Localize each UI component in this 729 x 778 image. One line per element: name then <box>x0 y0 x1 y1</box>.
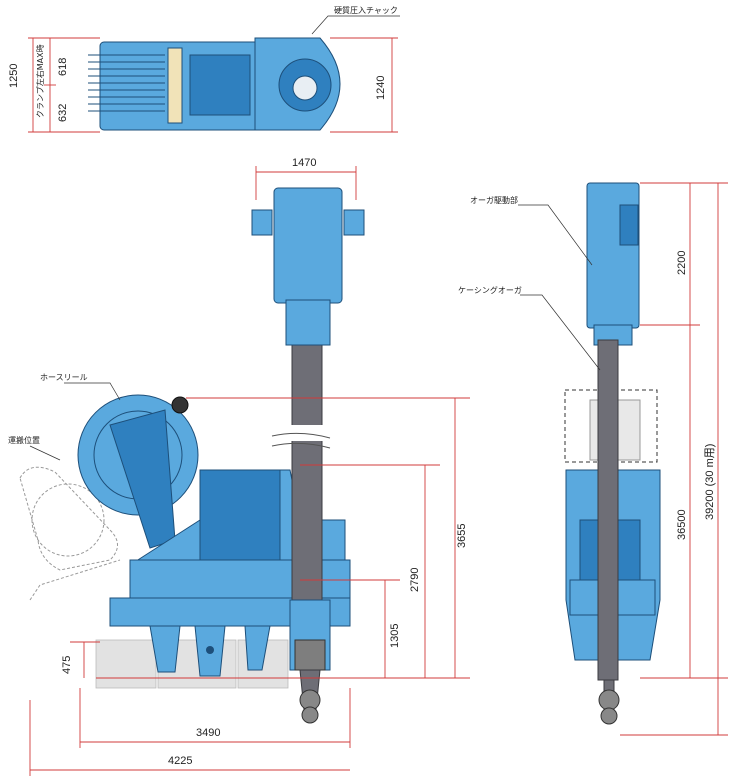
dim-1240: 1240 <box>375 76 387 100</box>
dim-1470: 1470 <box>292 157 316 169</box>
dim-3655: 3655 <box>456 524 468 548</box>
hard-press-chuck-label: 硬質圧入チャック <box>334 5 398 15</box>
dim-2200: 2200 <box>676 251 688 275</box>
dim-36500: 36500 <box>676 509 688 540</box>
front-view: オーガ駆動部 ケーシングオーガ 2200 36500 39200 (30 m用) <box>458 182 728 736</box>
auger-drive-label: オーガ駆動部 <box>470 195 518 205</box>
side-view: ホースリール 運搬位置 1470 3655 2790 1305 475 3490… <box>8 157 470 776</box>
hose-reel <box>77 394 199 549</box>
hose-reel-label: ホースリール <box>40 373 88 382</box>
dim-1305: 1305 <box>389 624 401 648</box>
transport-position-ghost <box>19 466 121 601</box>
dim-39200: 39200 (30 m用) <box>704 444 716 520</box>
dim-618: 618 <box>57 58 69 76</box>
dim-1250: 1250 <box>8 64 20 88</box>
dim-475: 475 <box>61 656 73 674</box>
casing-auger-label: ケーシングオーガ <box>458 285 522 295</box>
dim-3490: 3490 <box>196 727 220 739</box>
top-view: 1250 クランプ左右MAX時 618 632 1240 硬質圧入チャック <box>8 5 400 133</box>
dim-2790: 2790 <box>409 568 421 592</box>
transport-position-label: 運搬位置 <box>8 435 40 445</box>
dim-4225: 4225 <box>168 755 192 767</box>
clamp-note-label: クランプ左右MAX時 <box>35 44 45 118</box>
top-view-clamp-bars <box>88 54 165 112</box>
dim-632: 632 <box>57 104 69 122</box>
